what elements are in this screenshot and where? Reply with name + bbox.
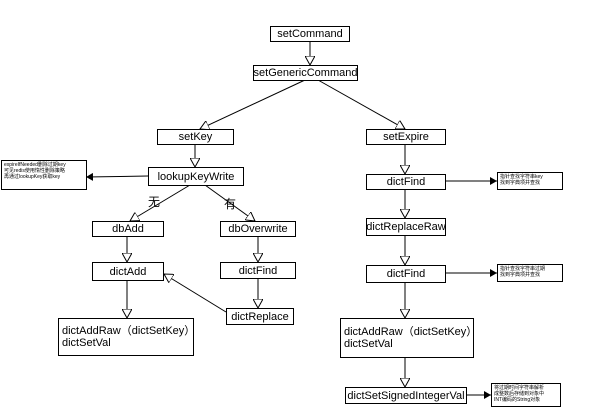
node-label: dbAdd bbox=[112, 223, 144, 235]
node-dictfind-left: dictFind bbox=[220, 262, 296, 279]
node-lookupkeywrite: lookupKeyWrite bbox=[148, 167, 244, 186]
node-label-line1: dictAddRaw（dictSetKey） bbox=[344, 326, 478, 338]
node-setkey: setKey bbox=[157, 129, 234, 145]
node-label: dictFind bbox=[238, 264, 278, 277]
edge-lookup-dboverwrite bbox=[204, 184, 255, 221]
node-dictfind-right-2: dictFind bbox=[366, 265, 446, 283]
node-label: setCommand bbox=[277, 28, 343, 40]
node-label-line2: dictSetVal bbox=[344, 338, 393, 350]
note-line: 将过期时间字符串解析 bbox=[494, 385, 545, 391]
node-label: dictReplace bbox=[231, 310, 289, 323]
node-label: setGenericCommand bbox=[253, 67, 358, 79]
edge-label-no: 无 bbox=[148, 195, 161, 209]
edge-generic-setexpire bbox=[317, 79, 405, 129]
edge-lookup-dbadd bbox=[130, 184, 191, 221]
node-setgenericcommand: setGenericCommand bbox=[253, 65, 358, 81]
node-label: dictFind bbox=[386, 176, 426, 188]
edge-dictreplace-dictadd bbox=[164, 274, 227, 313]
note-line: 找到字典项并查找 bbox=[500, 272, 541, 278]
node-label: setExpire bbox=[383, 131, 429, 143]
node-setcommand: setCommand bbox=[270, 26, 350, 42]
node-label-line1: dictAddRaw（dictSetKey） bbox=[62, 325, 196, 337]
note-setint: 将过期时间字符串解析 成整数后存储到对象中 INT编码的String对象 bbox=[491, 383, 561, 407]
node-label: lookupKeyWrite bbox=[157, 170, 235, 183]
note-line: 指针查找字符串key bbox=[500, 174, 543, 180]
note-link-lookup bbox=[85, 172, 149, 181]
node-dictreplace: dictReplace bbox=[226, 308, 294, 325]
node-dictaddraw-right: dictAddRaw（dictSetKey） dictSetVal bbox=[340, 318, 478, 358]
note-line: 找到字典项并查找 bbox=[500, 180, 541, 186]
note-find1: 指针查找字符串key 找到字典项并查找 bbox=[497, 172, 563, 190]
note-line: 成整数后存储到对象中 bbox=[494, 391, 545, 397]
node-label-line2: dictSetVal bbox=[62, 337, 111, 349]
note-line: 指针查找字符串过期 bbox=[500, 266, 546, 272]
note-line: expireIfNeeded删除过期key bbox=[4, 162, 66, 168]
edge-label-yes: 有 bbox=[224, 197, 237, 211]
node-label: dictReplaceRaw bbox=[366, 221, 446, 233]
node-label: dictAdd bbox=[109, 265, 147, 278]
note-find2: 指针查找字符串过期 找到字典项并查找 bbox=[497, 264, 563, 282]
node-dictfind-right-1: dictFind bbox=[366, 174, 446, 190]
edge-generic-setkey bbox=[200, 79, 306, 129]
note-lookup: expireIfNeeded删除过期key 可见redis使用惰性删除策略 再通… bbox=[1, 160, 87, 190]
node-dbadd: dbAdd bbox=[92, 221, 164, 237]
node-dictsetsignedintegerval: dictSetSignedIntegerVal bbox=[345, 387, 467, 404]
node-label: setKey bbox=[178, 131, 213, 143]
node-setexpire: setExpire bbox=[366, 129, 446, 145]
node-dboverwrite: dbOverwrite bbox=[220, 221, 296, 237]
note-line: 可见redis使用惰性删除策略 bbox=[4, 168, 65, 174]
node-label: dictSetSignedIntegerVal bbox=[347, 389, 465, 402]
node-label: dbOverwrite bbox=[228, 223, 288, 235]
note-line: 再通过lookupKey获取key bbox=[4, 174, 61, 180]
node-label: dictFind bbox=[386, 268, 426, 280]
node-dictadd: dictAdd bbox=[92, 262, 164, 281]
node-dictaddraw-left: dictAddRaw（dictSetKey） dictSetVal bbox=[58, 318, 196, 356]
node-dictreplaceraw: dictReplaceRaw bbox=[366, 218, 446, 236]
note-line: INT编码的String对象 bbox=[494, 397, 541, 403]
